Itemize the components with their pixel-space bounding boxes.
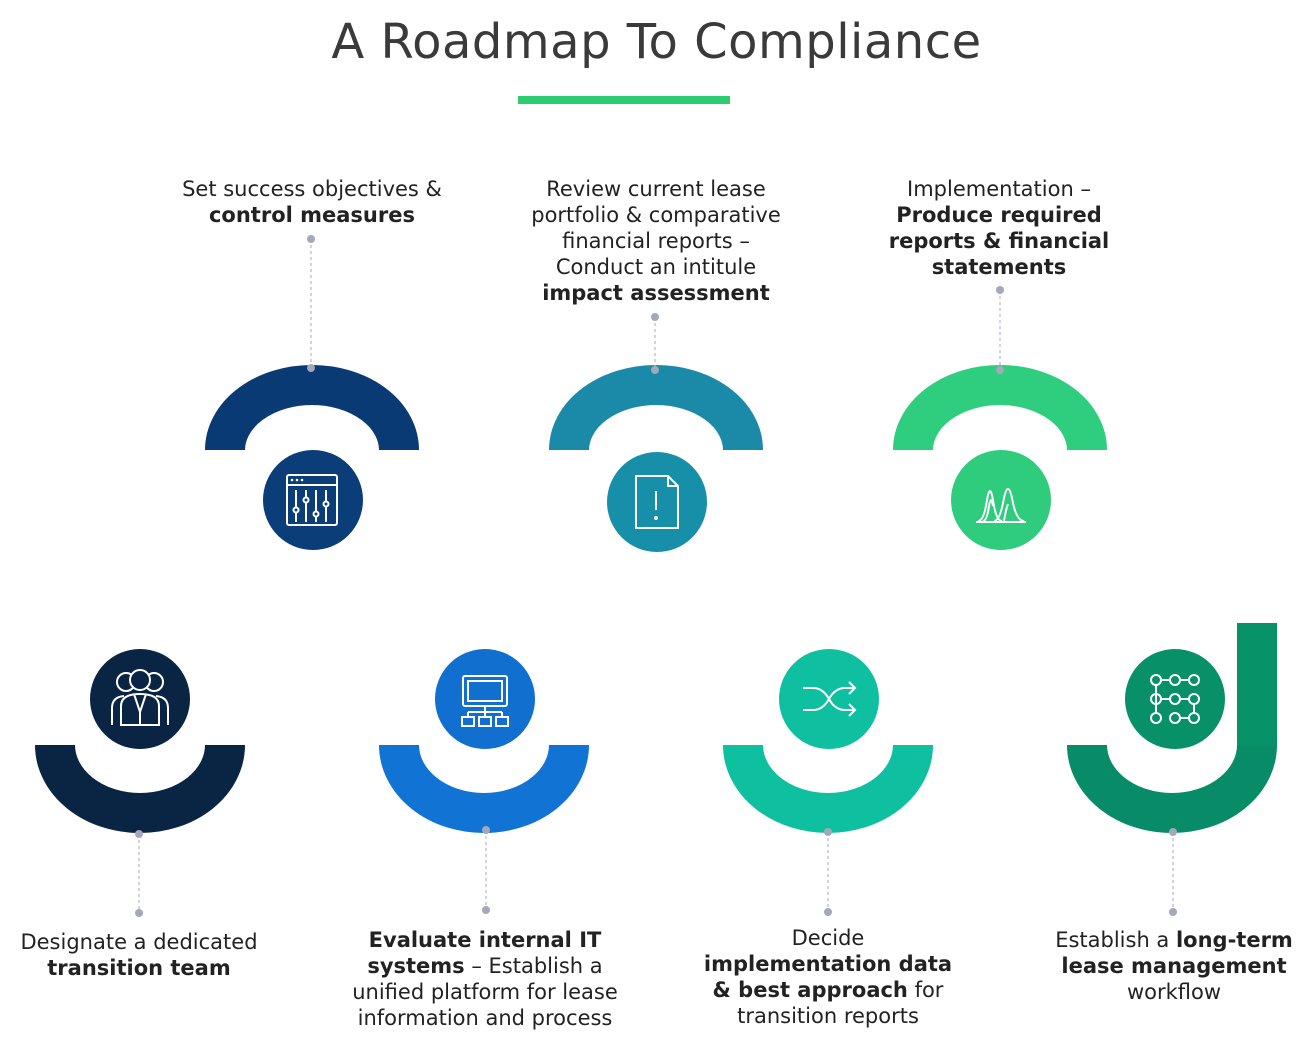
label-line: Establish a long-term (1040, 927, 1308, 953)
team-icon (90, 649, 190, 749)
label-text: financial reports – (562, 229, 750, 253)
label-bold-text: Produce required (896, 203, 1102, 227)
label-bold-text: reports & financial (888, 229, 1110, 253)
label-text: Decide (791, 926, 865, 950)
label-line: impact assessment (521, 280, 791, 306)
title-underline (518, 96, 730, 104)
control-sliders-icon (263, 450, 363, 550)
shuffle-icon (779, 649, 879, 749)
label-text: Conduct an intitule (555, 255, 757, 279)
label-line: implementation data (693, 951, 963, 977)
label-line: reports & financial (866, 228, 1132, 254)
label-text: Implementation – (907, 177, 1091, 201)
label-text: information and process (357, 1006, 613, 1030)
page-title: A Roadmap To Compliance (331, 14, 982, 70)
label-line: Decide (693, 925, 963, 951)
label-line: Set success objectives & (176, 176, 448, 202)
label-bold-text: & best approach (712, 978, 908, 1002)
label-line: transition team (4, 955, 274, 981)
label-text: portfolio & comparative (531, 203, 781, 227)
label-bold-text: impact assessment (542, 281, 770, 305)
label-bold-text: lease management (1061, 954, 1287, 978)
label-text: Review current lease (546, 177, 766, 201)
label-text: unified platform for lease (352, 980, 618, 1004)
workflow-grid-icon (1125, 649, 1225, 749)
label-text: Establish a (1055, 928, 1176, 952)
label-line: Designate a dedicated (4, 929, 274, 955)
label-text: Set success objectives & (182, 177, 442, 201)
label-bold-text: implementation data (703, 952, 953, 976)
network-computer-icon (435, 649, 535, 749)
label-bold-text: transition team (47, 956, 231, 980)
label-bold-text: systems (367, 954, 465, 978)
label-line: portfolio & comparative (521, 202, 791, 228)
label-text: for (907, 978, 944, 1002)
label-line: Evaluate internal IT (340, 927, 630, 953)
label-line: transition reports (693, 1003, 963, 1029)
label-text: Designate a dedicated (20, 930, 258, 954)
label-line: Implementation – (866, 176, 1132, 202)
label-text: transition reports (737, 1004, 919, 1028)
step-2-label: Set success objectives &control measures (176, 176, 448, 228)
label-line: & best approach for (693, 977, 963, 1003)
label-bold-text: Evaluate internal IT (368, 928, 602, 952)
label-text: workflow (1126, 980, 1222, 1004)
label-text: – Establish a (464, 954, 603, 978)
label-line: systems – Establish a (340, 953, 630, 979)
label-line: workflow (1040, 979, 1308, 1005)
label-line: Produce required (866, 202, 1132, 228)
label-line: Conduct an intitule (521, 254, 791, 280)
distribution-chart-icon (951, 450, 1051, 550)
label-line: financial reports – (521, 228, 791, 254)
document-alert-icon (607, 452, 707, 552)
label-bold-text: long-term (1175, 928, 1293, 952)
label-line: unified platform for lease (340, 979, 630, 1005)
label-line: information and process (340, 1005, 630, 1031)
label-bold-text: statements (931, 255, 1067, 279)
label-line: statements (866, 254, 1132, 280)
label-bold-text: control measures (208, 203, 415, 227)
label-line: control measures (176, 202, 448, 228)
label-line: Review current lease (521, 176, 791, 202)
label-line: lease management (1040, 953, 1308, 979)
